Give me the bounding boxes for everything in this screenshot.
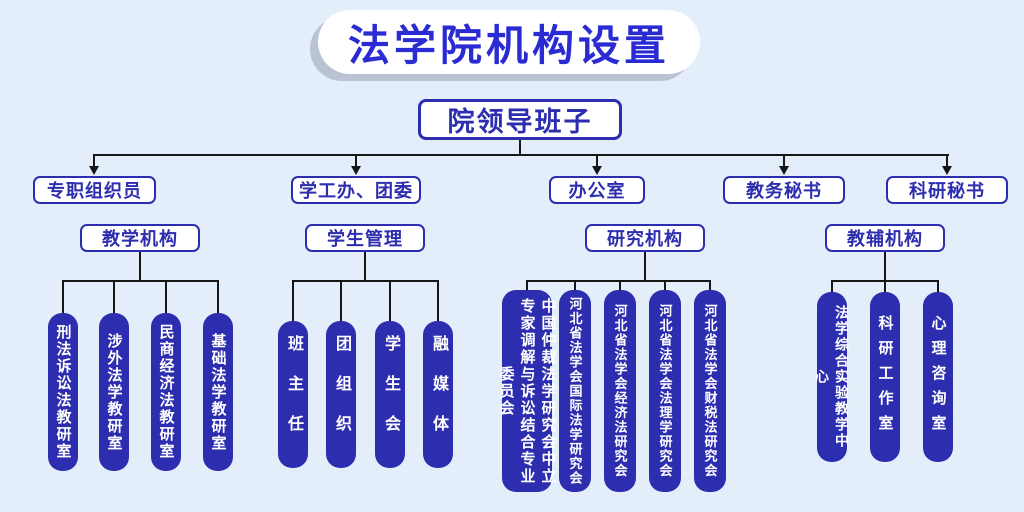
leaf-league-organization: 团组织	[326, 321, 356, 468]
leaf-research-studio: 科研工作室	[870, 292, 900, 462]
node-full-time-organizer: 专职组织员	[33, 176, 156, 204]
leaf-economic-law-society: 河北省法学会经济法研究会	[604, 290, 636, 492]
connector-line	[292, 280, 439, 282]
connector-line	[644, 252, 646, 281]
connector-line	[340, 280, 342, 321]
connector-line	[574, 280, 576, 290]
leaf-psychology-office: 心理咨询室	[923, 292, 953, 462]
root-node-leadership: 院领导班子	[418, 99, 622, 140]
node-student-affairs-office: 学工办、团委	[291, 176, 421, 204]
leaf-student-union: 学生会	[375, 321, 405, 468]
leaf-civil-commercial-economic-law-office: 民商经济法教研室	[151, 313, 181, 471]
leaf-law-experiment-center: 法学综合实验教学中心	[814, 292, 850, 462]
connector-line	[355, 154, 357, 167]
connector-line	[217, 280, 219, 313]
leaf-jurisprudence-society: 河北省法学会法理学研究会	[649, 290, 681, 492]
connector-line	[165, 280, 167, 313]
arrow-down-icon	[779, 166, 789, 175]
connector-line	[526, 280, 711, 282]
connector-line	[884, 252, 886, 281]
node-academic-secretary: 教务秘书	[723, 176, 845, 204]
connector-line	[113, 280, 115, 313]
connector-line	[93, 154, 95, 167]
connector-line	[596, 154, 598, 167]
page-title: 法学院机构设置	[318, 10, 700, 74]
leaf-basic-law-office: 基础法学教研室	[203, 313, 233, 471]
connector-line	[783, 154, 785, 167]
connector-line	[831, 280, 833, 292]
leaf-foreign-law-office: 涉外法学教研室	[99, 313, 129, 471]
connector-line	[937, 280, 939, 292]
connector-line	[292, 280, 294, 321]
connector-line	[364, 252, 366, 281]
header-support-orgs: 教辅机构	[825, 224, 945, 252]
connector-line	[619, 280, 621, 290]
leaf-criminal-procedure-law-office: 刑法诉讼法教研室	[48, 313, 78, 471]
node-office: 办公室	[549, 176, 645, 204]
connector-line	[139, 252, 141, 281]
connector-line	[709, 280, 711, 290]
header-teaching-orgs: 教学机构	[80, 224, 200, 252]
node-research-secretary: 科研秘书	[886, 176, 1008, 204]
leaf-fiscal-tax-law-society: 河北省法学会财税法研究会	[694, 290, 726, 492]
header-research-orgs: 研究机构	[585, 224, 705, 252]
connector-line	[664, 280, 666, 290]
connector-line	[62, 280, 219, 282]
connector-line	[946, 154, 948, 167]
leaf-arbitration-mediation-committee: 中国仲裁法学研究会中立专家调解与诉讼结合专业委员会	[498, 290, 557, 492]
arrow-down-icon	[942, 166, 952, 175]
connector-line	[93, 154, 949, 156]
leaf-international-law-society: 河北省法学会国际法学研究会	[559, 290, 591, 492]
arrow-down-icon	[592, 166, 602, 175]
leaf-media-center: 融媒体	[423, 321, 453, 468]
connector-line	[62, 280, 64, 313]
arrow-down-icon	[351, 166, 361, 175]
leaf-class-teacher: 班主任	[278, 321, 308, 468]
arrow-down-icon	[89, 166, 99, 175]
connector-line	[437, 280, 439, 321]
connector-line	[884, 280, 886, 292]
header-student-management: 学生管理	[305, 224, 425, 252]
connector-line	[519, 140, 521, 155]
connector-line	[526, 280, 528, 290]
connector-line	[389, 280, 391, 321]
